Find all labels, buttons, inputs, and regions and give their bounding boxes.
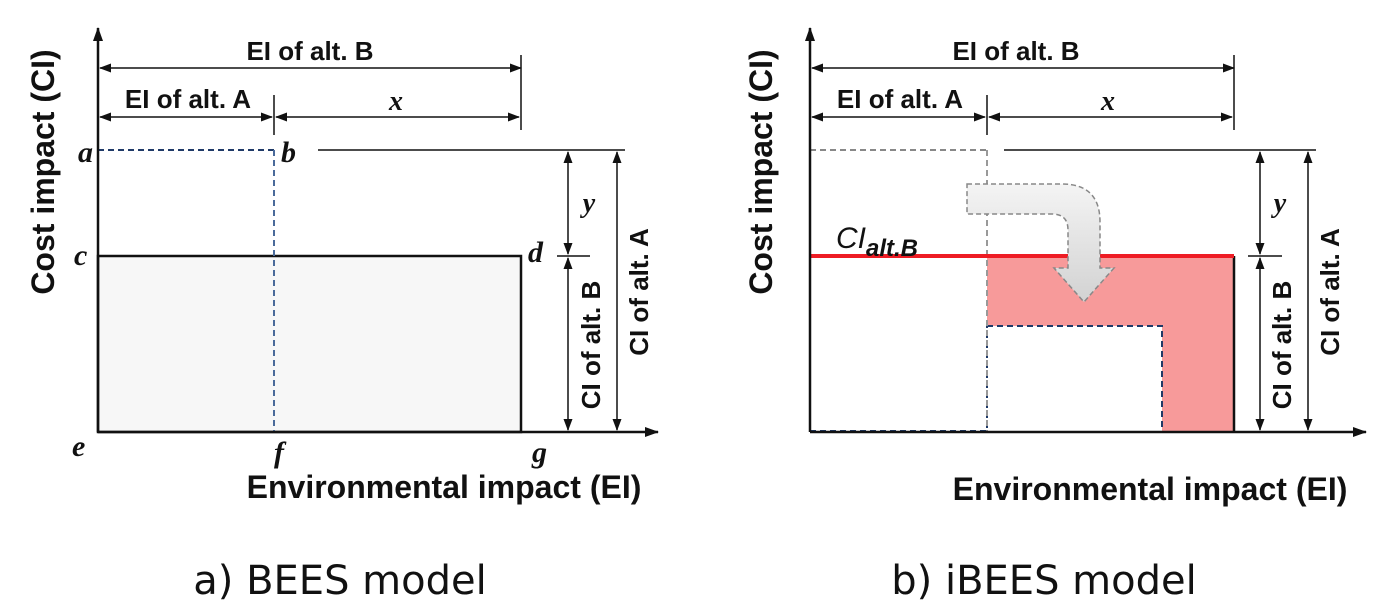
point-e-label: e [72, 430, 85, 463]
x-axis-label-b: Environmental impact (EI) [953, 471, 1348, 507]
y-axis-label-b: Cost impact (CI) [743, 49, 779, 294]
point-a-label: a [78, 136, 93, 169]
ci-alt-b-label-b: CI of alt. B [1267, 281, 1297, 410]
ei-alt-b-label: EI of alt. B [246, 36, 373, 66]
y-variable-label: y [580, 188, 596, 219]
ci-alt-a-label: CI of alt. A [624, 228, 654, 356]
point-g-label: g [531, 436, 547, 469]
caption-a: a) BEES model [193, 558, 486, 604]
point-b-label: b [281, 136, 296, 169]
x-variable-label: x [388, 86, 403, 117]
y-axis-label: Cost impact (CI) [25, 49, 61, 294]
y-variable-label-b: y [1271, 188, 1287, 219]
point-c-label: c [74, 239, 87, 272]
caption-b: b) iBEES model [891, 558, 1196, 604]
ei-alt-a-label: EI of alt. A [125, 84, 251, 114]
ci-alt-b-annotation: CIalt.B [836, 222, 918, 262]
ci-alt-b-annotation-sub: alt.B [866, 235, 918, 262]
ei-alt-a-label-b: EI of alt. A [837, 84, 963, 114]
alt-b-extra-area [987, 256, 1234, 432]
point-f-label: f [274, 436, 287, 469]
x-axis-label: Environmental impact (EI) [247, 469, 642, 505]
point-d-label: d [528, 236, 544, 269]
ei-alt-b-label-b: EI of alt. B [952, 36, 1079, 66]
alt-b-area [96, 254, 523, 434]
ci-alt-a-label-b: CI of alt. A [1315, 228, 1345, 356]
shift-arrow [966, 183, 1116, 304]
panel-a: EI of alt. B EI of alt. A x y CI of alt.… [25, 27, 659, 604]
x-variable-label-b: x [1100, 86, 1115, 117]
ci-alt-b-label: CI of alt. B [576, 281, 606, 410]
panel-b: EI of alt. B EI of alt. A x y CI of alt.… [743, 27, 1367, 604]
alt-a-shifted-rect [986, 325, 1163, 433]
ci-alt-b-annotation-main: CI [836, 222, 866, 255]
